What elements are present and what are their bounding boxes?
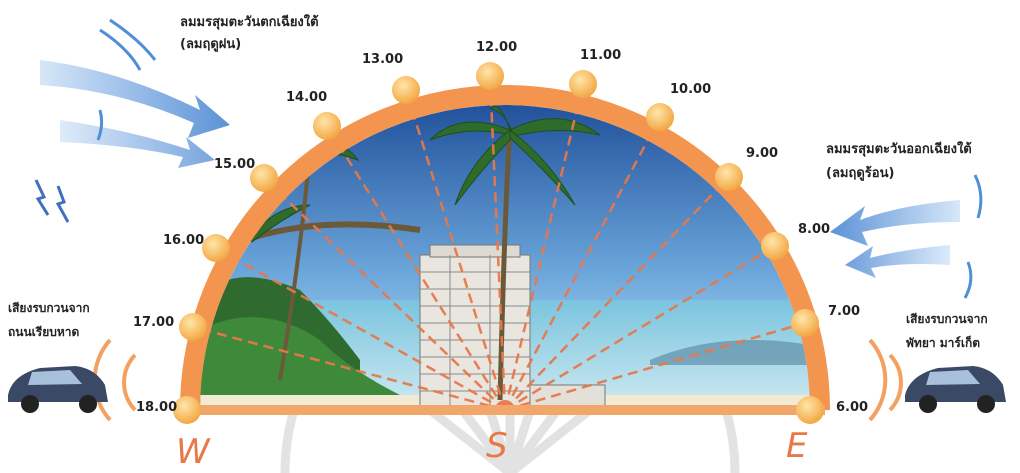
- time-label-1500: 15.00: [214, 157, 256, 172]
- sound-waves-east: [868, 338, 903, 422]
- dome-scene: [200, 105, 810, 410]
- sun-0600: [796, 396, 824, 424]
- lightning-icon: [34, 179, 70, 223]
- car-west: [8, 366, 108, 413]
- time-label-0800: 8.00: [798, 222, 831, 237]
- west-wind-label: ลมมรสุมตะวันตกเฉียงใต้ (ลมฤดูฝน): [180, 12, 319, 56]
- sun-1800: [173, 396, 201, 424]
- time-label-0600: 6.00: [836, 400, 869, 415]
- east-wind-arrows: [830, 174, 983, 299]
- direction-east: E: [786, 426, 808, 466]
- west-wind-line1: ลมมรสุมตะวันตกเฉียงใต้: [180, 15, 319, 30]
- sun-1300: [392, 76, 420, 104]
- time-label-1200: 12.00: [476, 40, 518, 55]
- time-label-1600: 16.00: [163, 233, 205, 248]
- time-label-1400: 14.00: [286, 90, 328, 105]
- sun-1600: [202, 234, 230, 262]
- sun-1400: [313, 112, 341, 140]
- sun-1200: [476, 62, 504, 90]
- west-noise-line1: เสียงรบกวนจาก: [8, 301, 90, 315]
- sun-1500: [250, 164, 278, 192]
- direction-south: S: [486, 426, 508, 466]
- car-east: [905, 366, 1006, 413]
- east-noise-label: เสียงรบกวนจาก พัทยา มาร์เก็ต: [906, 307, 988, 355]
- time-label-0900: 9.00: [746, 146, 779, 161]
- sun-positions: [173, 62, 824, 424]
- sun-0800: [761, 232, 789, 260]
- time-label-1300: 13.00: [362, 52, 404, 67]
- west-noise-label: เสียงรบกวนจาก ถนนเรียบหาด: [8, 296, 90, 344]
- west-wind-arrows: [40, 18, 230, 168]
- time-label-1000: 10.00: [670, 82, 712, 97]
- time-label-0700: 7.00: [828, 304, 861, 319]
- sun-1700: [179, 313, 207, 341]
- time-label-1800: 18.00: [136, 400, 178, 415]
- sun-1100: [569, 70, 597, 98]
- east-wind-line2: (ลมฤดูร้อน): [826, 166, 895, 181]
- east-wind-line1: ลมมรสุมตะวันออกเฉียงใต้: [826, 142, 972, 157]
- west-wind-line2: (ลมฤดูฝน): [180, 37, 242, 52]
- sun-arc-band: [180, 85, 830, 411]
- time-label-1700: 17.00: [133, 315, 175, 330]
- east-noise-line1: เสียงรบกวนจาก: [906, 312, 988, 326]
- sun-0700: [791, 309, 819, 337]
- direction-west: W: [176, 432, 210, 472]
- east-wind-label: ลมมรสุมตะวันออกเฉียงใต้ (ลมฤดูร้อน): [826, 138, 972, 186]
- sun-1000: [646, 103, 674, 131]
- time-label-1100: 11.00: [580, 48, 622, 63]
- east-noise-line2: พัทยา มาร์เก็ต: [906, 336, 981, 350]
- sun-ray-lines: [200, 105, 810, 410]
- sun-0900: [715, 163, 743, 191]
- ground-line: [185, 405, 825, 415]
- west-noise-line2: ถนนเรียบหาด: [8, 325, 80, 339]
